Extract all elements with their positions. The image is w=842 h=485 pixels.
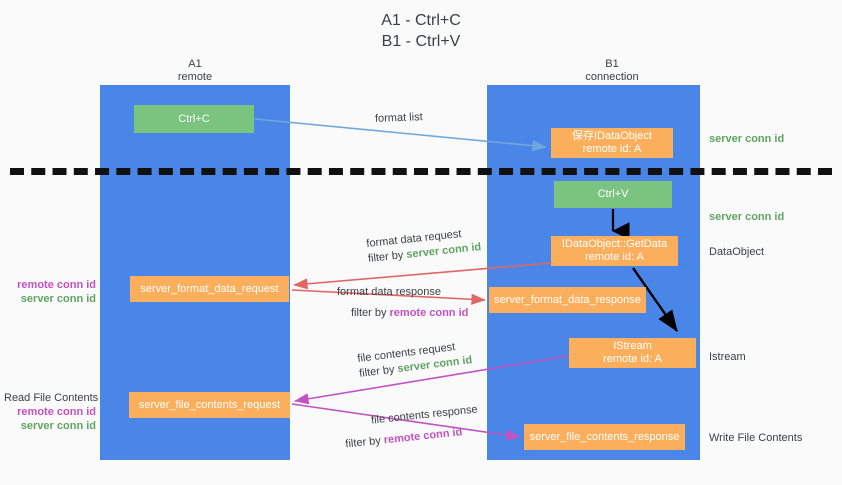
arrow-label-file-contents-request: file contents request filter by server c… [357,338,474,382]
filter-value-remote-conn-id-2: remote conn id [383,426,463,447]
side-label-istream: Istream [709,351,746,363]
node-ctrl-v-label: Ctrl+V [597,188,629,200]
filter-prefix-2: filter by [351,307,390,319]
node-ctrl-v[interactable]: Ctrl+V [554,181,672,208]
filter-prefix-4: filter by [344,434,385,451]
side-label-write-file-contents: Write File Contents [709,432,803,444]
node-save-idataobject[interactable]: 保存IDataObject remote id: A [551,128,673,158]
arrow-label-format-data-request: format data request filter by server con… [366,225,482,267]
side-label-server-conn-id-top: server conn id [709,133,785,145]
arrow-label-format-list-line1: format list [374,111,423,125]
node-server-file-contents-request-label: server_file_contents_request [138,398,281,411]
node-server-format-data-response-label: server_format_data_response [494,293,641,306]
timeline-divider [10,168,832,175]
arrow-label-format-data-response-line1: format data response [337,286,441,298]
arrow-label-format-data-response: format data response filter by remote co… [337,285,468,321]
node-server-file-contents-response-label: server_file_contents_response [529,430,680,443]
page-title: A1 - Ctrl+C B1 - Ctrl+V [0,10,842,52]
node-istream-title: IStream [613,340,652,352]
arrow-label-format-list: format list [375,110,423,127]
arrow-label-file-contents-response: file contents response filter by remote … [345,403,480,451]
node-server-format-data-response[interactable]: server_format_data_response [489,287,646,313]
filter-prefix-1: filter by [367,248,407,265]
node-save-idataobject-title: 保存IDataObject [571,130,653,142]
column-a1-role: remote [177,71,213,83]
node-getdata-subtitle: remote id: A [585,251,644,263]
node-server-format-data-request[interactable]: server_format_data_request [130,276,289,302]
left-label-conn-ids-top: remote conn id server conn id [4,278,96,306]
node-ctrl-c[interactable]: Ctrl+C [134,105,254,133]
column-header-a1: A1 remote [105,58,285,84]
left-label-read-file-heading: Read File Contents [4,392,99,404]
title-line-2: B1 - Ctrl+V [381,33,461,50]
arrow-label-file-contents-response-line2: filter by remote conn id [345,425,463,452]
node-server-file-contents-response[interactable]: server_file_contents_response [524,424,685,450]
left-label-remote-conn-id-bottom: remote conn id [17,406,96,418]
node-server-format-data-request-label: server_format_data_request [140,282,279,295]
column-b1-role: connection [585,71,639,83]
node-save-idataobject-subtitle: remote id: A [582,143,642,155]
title-line-1: A1 - Ctrl+C [381,12,461,29]
node-idataobject-getdata[interactable]: IDataObject::GetData remote id: A [551,236,678,266]
node-ctrl-c-label: Ctrl+C [178,112,210,125]
arrow-label-format-data-response-line2: filter by remote conn id [351,306,468,321]
left-label-server-conn-id-top: server conn id [20,293,96,305]
node-istream-subtitle: remote id: A [603,353,662,365]
arrow-label-file-contents-response-line1: file contents response [370,403,479,427]
filter-prefix-3: filter by [358,363,399,380]
side-label-dataobject: DataObject [709,246,765,258]
left-label-remote-conn-id-top: remote conn id [17,279,96,291]
node-server-file-contents-request[interactable]: server_file_contents_request [129,392,290,418]
left-label-server-conn-id-bottom: server conn id [20,420,96,432]
filter-value-remote-conn-id-1: remote conn id [389,307,469,319]
side-label-server-conn-id-mid: server conn id [709,211,785,223]
column-b1-name: B1 [605,58,619,70]
node-getdata-title: IDataObject::GetData [561,238,668,250]
left-label-read-file-contents: Read File Contents remote conn id server… [4,391,99,433]
column-a1-name: A1 [188,58,202,70]
node-istream[interactable]: IStream remote id: A [569,338,696,368]
column-header-b1: B1 connection [522,58,702,84]
